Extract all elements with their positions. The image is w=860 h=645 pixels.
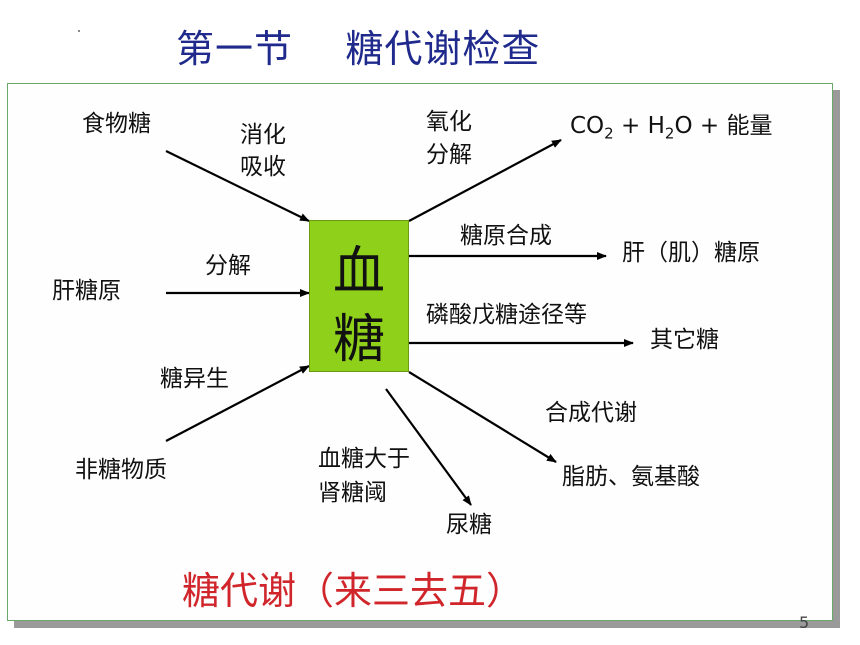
- label-gluconeogenesis: 糖异生: [160, 366, 229, 392]
- label-renal-threshold-2: 肾糖阈: [318, 480, 387, 506]
- label-liver-muscle-glycogen: 肝（肌）糖原: [622, 240, 760, 266]
- diagram-frame: [7, 83, 833, 621]
- footer-caption: 糖代谢（来三去五）: [182, 569, 525, 613]
- arrow-blood-to-fat: [408, 371, 557, 463]
- center-char-2: 糖: [332, 310, 385, 370]
- label-digest-2: 吸收: [240, 154, 286, 180]
- label-digest-1: 消化: [240, 122, 286, 148]
- label-decompose: 分解: [205, 253, 251, 279]
- label-renal-threshold-1: 血糖大于: [318, 446, 410, 472]
- arrow-blood-to-co2: [408, 139, 562, 222]
- label-pentose-phosphate: 磷酸戊糖途径等: [426, 302, 587, 328]
- arrow-blood-to-urine: [385, 388, 472, 506]
- label-oxidation-2: 分解: [426, 142, 472, 168]
- page-title: 第一节 糖代谢检查: [176, 27, 541, 71]
- label-food-sugar: 食物糖: [82, 111, 151, 137]
- label-glycogen-synthesis: 糖原合成: [460, 223, 552, 249]
- label-co2-h2o-energy: CO2 + H2O + 能量: [570, 113, 773, 143]
- page-number: 5: [799, 613, 810, 632]
- label-non-sugar: 非糖物质: [75, 457, 167, 483]
- label-oxidation-1: 氧化: [426, 109, 472, 135]
- decorative-dot: [78, 30, 80, 32]
- label-liver-glycogen: 肝糖原: [52, 278, 121, 304]
- label-fat-amino-acid: 脂肪、氨基酸: [562, 464, 700, 490]
- center-char-1: 血: [332, 242, 385, 302]
- arrow-nonsugar-to-blood: [165, 365, 310, 442]
- label-glycosuria: 尿糖: [446, 512, 492, 538]
- arrow-food-to-blood: [165, 150, 310, 222]
- label-other-sugars: 其它糖: [650, 327, 719, 353]
- blood-sugar-box: 血 糖: [309, 220, 409, 372]
- label-synthetic-metabolism: 合成代谢: [545, 400, 637, 426]
